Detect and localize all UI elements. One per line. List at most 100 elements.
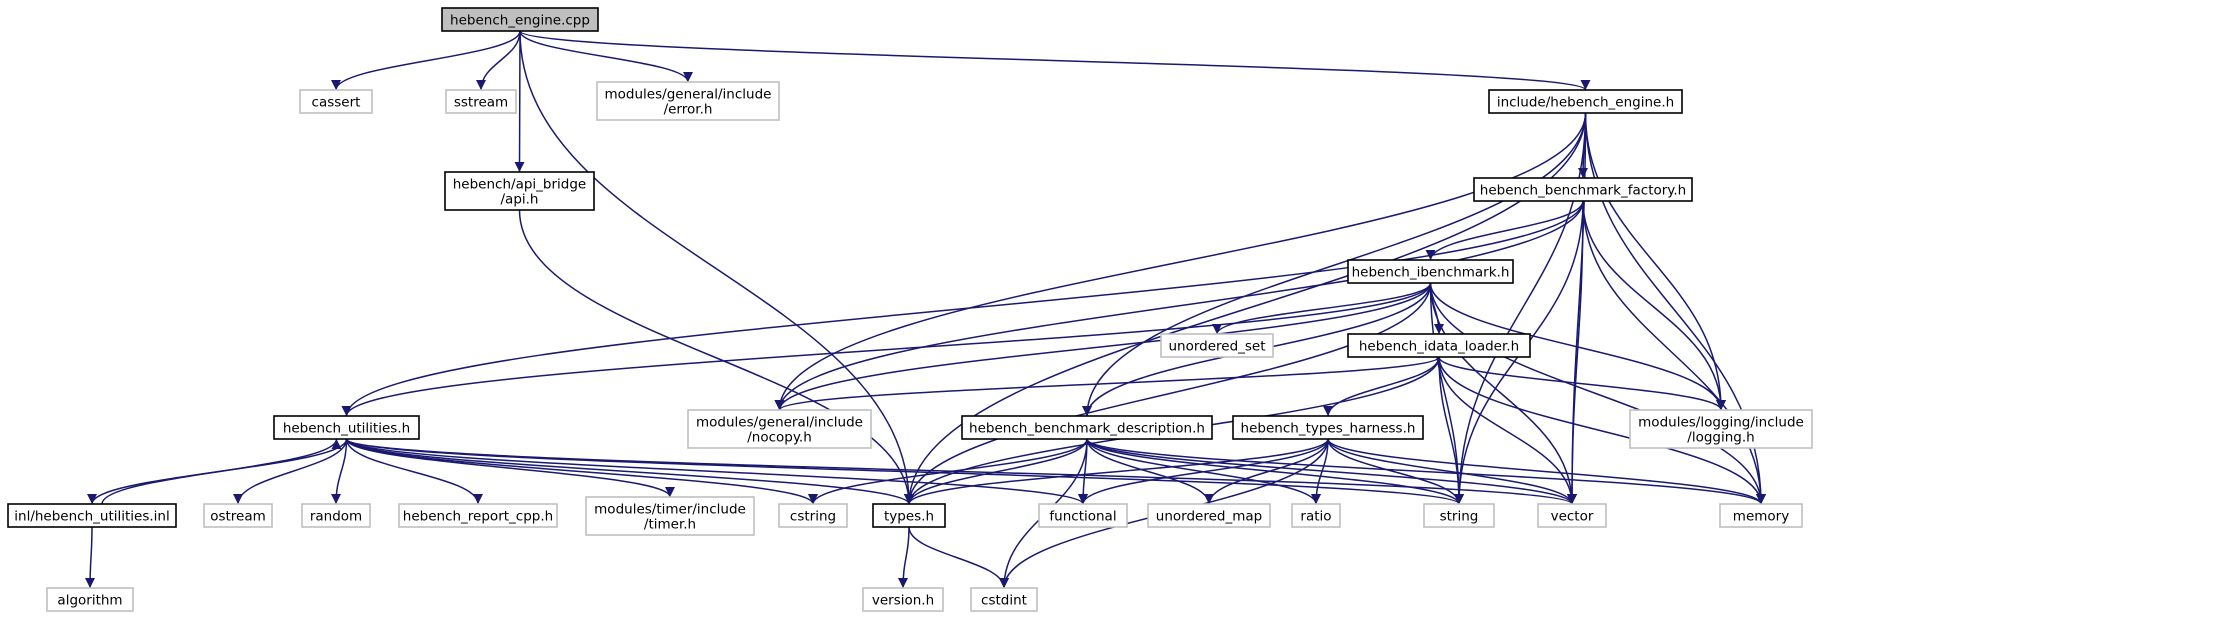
edge-path [345,438,1577,505]
node-label: modules/general/include [696,415,863,431]
edge-utilities_h-to-random [331,438,348,505]
node-utilities-inl[interactable]: inl/hebench_utilities.inl [7,503,177,528]
node-label: modules/timer/include [594,502,746,518]
edge-path [1438,356,1726,411]
node-label: /error.h [664,102,713,118]
node-label: string [1440,509,1479,525]
edge-path [1429,282,1464,505]
edge-utilities_h-to-timer_h [345,438,675,498]
node-label: modules/general/include [605,87,772,103]
node-box [1347,259,1514,284]
node-box [872,503,946,528]
edge-path [1078,438,1329,505]
edge-factory_h-to-logging_h [1582,200,1726,411]
node-cstring: cstring [778,503,848,528]
edge-utilities_h-to-string [345,438,1464,505]
node-box [778,503,848,528]
edge-harness_h-to-vector [1327,438,1577,505]
node-box [1629,409,1813,449]
node-harness-h[interactable]: hebench_types_harness.h [1232,415,1424,440]
node-label: hebench_benchmark_factory.h [1480,183,1686,199]
edge-path [1204,438,1329,505]
node-types-h[interactable]: types.h [872,503,946,528]
node-label: /api.h [501,192,539,208]
edge-loader_h-to-nocopy_h [774,356,1440,411]
node-box [398,503,558,528]
node-box [203,503,273,528]
edge-path [1212,282,1432,335]
edge-ibench_h-to-logging_h [1429,282,1726,411]
edge-harness_h-to-types_h [904,438,1329,505]
edge-utilities_h-to-functional [345,438,1088,505]
node-desc-h[interactable]: hebench_benchmark_description.h [961,415,1213,440]
edge-root-to-types_h [519,30,914,505]
edge-path [519,30,1591,91]
node-loader-h[interactable]: hebench_idata_loader.h [1347,333,1531,358]
node-label: cstring [790,509,836,525]
edge-loader_h-to-harness_h [1323,356,1440,417]
edge-path [345,438,1088,505]
node-box [1160,333,1274,358]
edge-root-to-error_h [519,30,693,83]
node-ibench-h[interactable]: hebench_ibenchmark.h [1347,259,1514,284]
edge-factory_h-to-memory [1582,200,1766,505]
edge-path [345,438,914,505]
edge-utilities_h-to-vector [345,438,1577,505]
node-label: hebench_ibenchmark.h [1352,265,1510,281]
node-error-h: modules/general/include/error.h [596,81,780,121]
node-api-h[interactable]: hebench/api_bridge/api.h [444,171,595,211]
node-label: cassert [312,95,361,111]
edge-path [904,438,1329,505]
node-label: hebench/api_bridge [453,177,586,193]
edge-path [331,30,521,91]
edge-types_h-to-version_h [898,526,910,589]
edge-path [1086,438,1577,505]
edge-path [519,30,693,83]
edge-path [514,30,525,173]
edge-desc_h-to-vector [1086,438,1577,505]
node-functional: functional [1038,503,1128,528]
node-label: version.h [872,593,934,609]
node-factory-h[interactable]: hebench_benchmark_factory.h [1473,177,1693,202]
node-nocopy-h: modules/general/include/nocopy.h [687,409,872,449]
edge-path [904,112,1587,505]
edge-path [1582,200,1726,411]
node-box [596,81,780,121]
edge-desc_h-to-cstring [808,438,1088,505]
edge-desc_h-to-unordered_map [1086,438,1214,505]
edge-factory_h-to-vector [1567,200,1584,505]
edge-harness_h-to-functional [1078,438,1329,505]
edge-path [1323,356,1440,417]
node-string: string [1423,503,1495,528]
node-label: unordered_set [1168,339,1265,355]
node-box [961,415,1213,440]
edge-path [898,526,910,589]
edge-desc_h-to-functional [1078,438,1089,505]
edge-path [233,438,348,505]
edge-path [345,438,1464,505]
node-label: unordered_map [1156,509,1262,525]
node-utilities-h[interactable]: hebench_utilities.h [273,415,420,440]
node-box [1719,503,1803,528]
node-engine-h[interactable]: include/hebench_engine.h [1488,89,1683,114]
node-box [585,496,755,536]
edge-path [345,438,675,498]
node-box [273,415,420,440]
node-box [1347,333,1531,358]
node-root[interactable]: hebench_engine.cpp [441,7,599,32]
edge-ibench_h-to-vector [1429,282,1577,505]
node-box [1147,503,1271,528]
edge-path [1311,438,1329,505]
edge-path [519,30,914,505]
edge-root-to-cassert [331,30,521,91]
node-box [46,587,134,612]
node-label: hebench_engine.cpp [450,13,590,29]
edge-utilities_h-to-ostream [233,438,348,505]
node-box [1537,503,1607,528]
node-sstream: sstream [445,89,517,114]
edge-utilities_h-to-types_h [345,438,914,505]
node-label: hebench_benchmark_description.h [969,421,1205,437]
node-label: algorithm [57,593,122,609]
